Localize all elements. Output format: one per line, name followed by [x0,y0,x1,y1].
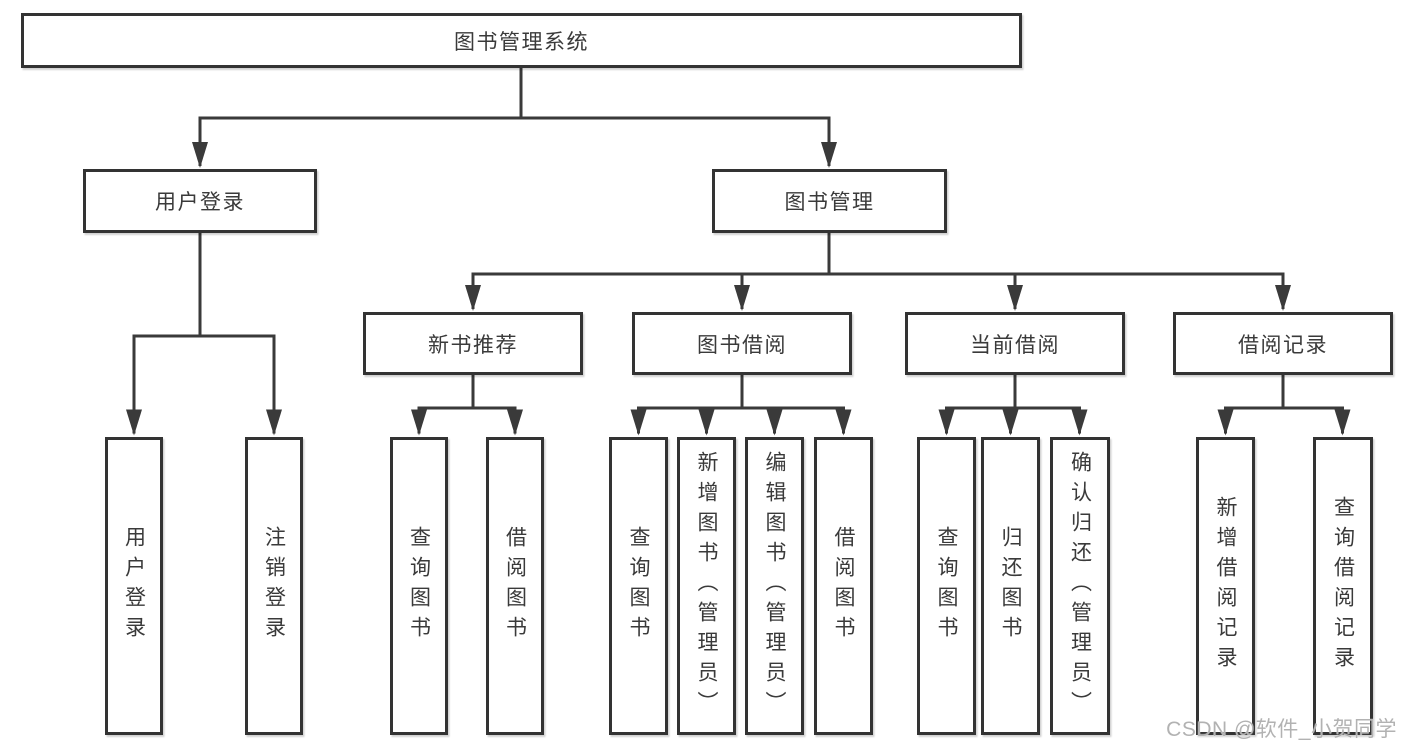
leaf-cb-return-books: 归还图书 [981,437,1040,735]
leaf-cb-return-books-label: 归还图书 [999,526,1023,646]
connector-borrowrecords-group [1217,375,1351,436]
leaf-bb-add-books-admin-label: 新增图书（管理员） [695,451,719,721]
csdn-watermark: CSDN @软件_小贺同学 [1166,718,1397,741]
leaf-br-query-record-label: 查询借阅记录 [1331,496,1355,676]
leaf-cb-confirm-return-admin-label: 确认归还（管理员） [1068,451,1092,721]
leaf-bb-borrow-books-label: 借阅图书 [832,526,856,646]
node-user-login-label: 用户登录 [155,191,245,214]
leaf-rec-query-books-label: 查询图书 [407,526,431,646]
leaf-cb-query-books: 查询图书 [917,437,976,735]
node-borrow-records-label: 借阅记录 [1238,333,1328,357]
leaf-bb-query-books-label: 查询图书 [627,526,651,646]
leaf-bb-edit-books-admin: 编辑图书（管理员） [745,437,804,735]
connector-bookborrow-group [630,375,852,436]
leaf-logout: 注销登录 [245,437,303,735]
connector-newbookrec-group [411,375,523,436]
leaf-user-login: 用户登录 [105,437,163,735]
leaf-rec-borrow-books-label: 借阅图书 [503,526,527,646]
node-book-mgmt-label: 图书管理 [784,191,875,214]
leaf-user-login-label: 用户登录 [122,526,146,646]
node-new-book-rec-label: 新书推荐 [428,333,518,357]
leaf-cb-confirm-return-admin: 确认归还（管理员） [1050,437,1110,735]
leaf-bb-edit-books-admin-label: 编辑图书（管理员） [763,451,787,721]
connector-currentborrow-group [938,375,1088,436]
leaf-logout-label: 注销登录 [262,526,286,646]
node-root-label: 图书管理系统 [454,30,589,54]
leaf-rec-query-books: 查询图书 [390,437,448,735]
leaf-bb-add-books-admin: 新增图书（管理员） [677,437,736,735]
node-book-borrow-label: 图书借阅 [697,333,787,357]
leaf-br-query-record: 查询借阅记录 [1313,437,1373,735]
leaf-br-add-record: 新增借阅记录 [1196,437,1255,735]
leaf-br-add-record-label: 新增借阅记录 [1214,496,1238,676]
leaf-rec-borrow-books: 借阅图书 [486,437,544,735]
connector-bookmgmt-to-level3 [465,233,1291,311]
leaf-bb-borrow-books: 借阅图书 [814,437,873,735]
node-root: 图书管理系统 [21,13,1022,68]
node-current-borrow-label: 当前借阅 [970,333,1060,357]
node-borrow-records: 借阅记录 [1173,312,1393,375]
node-book-borrow: 图书借阅 [632,312,852,375]
node-book-mgmt: 图书管理 [712,169,947,233]
leaf-cb-query-books-label: 查询图书 [935,526,959,646]
node-current-borrow: 当前借阅 [905,312,1125,375]
node-user-login: 用户登录 [83,169,317,233]
connector-userlogin-group [126,233,282,436]
node-new-book-rec: 新书推荐 [363,312,583,375]
connector-root-to-level2 [192,66,837,168]
leaf-bb-query-books: 查询图书 [609,437,668,735]
